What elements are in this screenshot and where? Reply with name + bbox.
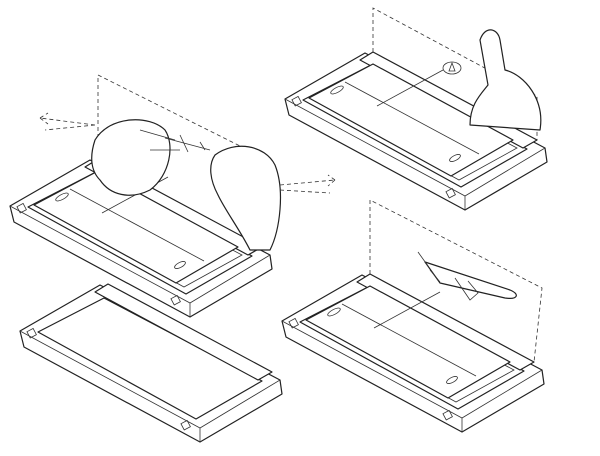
airplane-icon: [417, 251, 517, 301]
hand-icon-right: [210, 145, 282, 251]
pull-arrow-left: [39, 112, 96, 131]
panel-airplane-hologram: [281, 199, 545, 433]
panel-closed-device: [19, 283, 283, 443]
finger-hand-icon: [469, 29, 542, 131]
touch-button-icon: [442, 61, 462, 75]
hand-icon-left: [91, 119, 180, 196]
pull-arrow-right: [279, 174, 336, 194]
panel-hands-pulling: [9, 74, 273, 318]
small-airplane-icon: [164, 134, 211, 153]
